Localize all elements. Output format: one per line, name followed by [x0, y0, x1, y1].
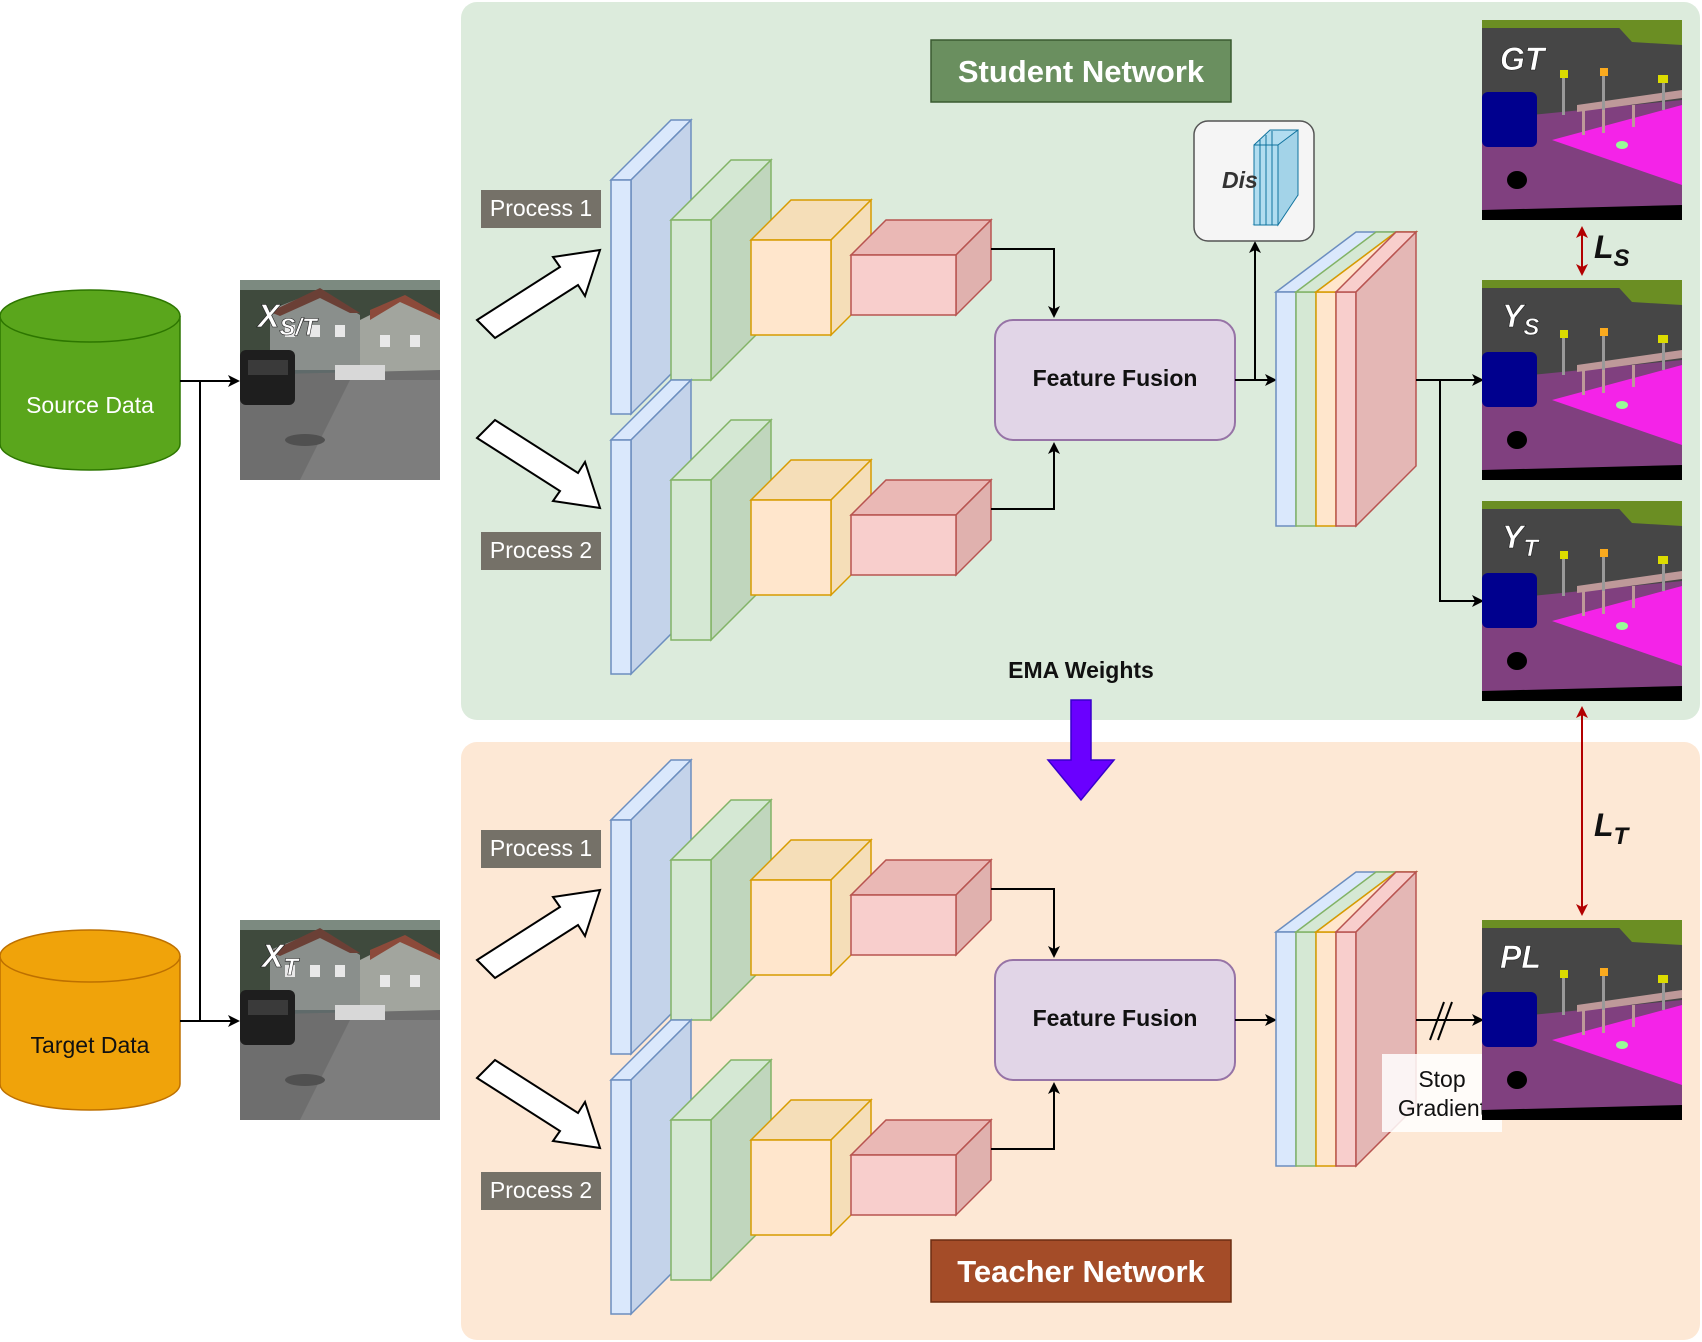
- ema-weights-label: EMA Weights: [1008, 657, 1154, 683]
- loss-ls: LS: [1576, 226, 1630, 276]
- svg-text:XS/T: XS/T: [256, 298, 319, 341]
- stop-label-line2: Gradient: [1398, 1095, 1487, 1121]
- teacher-branch2: [609, 1018, 993, 1316]
- output-ys: YS: [1482, 280, 1682, 480]
- discriminator-box: Dis: [1193, 120, 1315, 242]
- teacher-fusion-label: Feature Fusion: [1033, 1005, 1198, 1031]
- output-gt: GT: [1482, 20, 1682, 220]
- student-branch1: [609, 118, 993, 416]
- target-database: Target Data: [0, 929, 181, 1111]
- loss-lt: LT: [1576, 706, 1631, 916]
- teacher-process1-label: Process 1: [490, 835, 592, 861]
- ema-arrow: [1046, 699, 1116, 802]
- hollow-arrow-1: [475, 248, 602, 340]
- student-process2-label: Process 2: [490, 537, 592, 563]
- stop-label-line1: Stop: [1418, 1066, 1465, 1092]
- input-image-xt: XT: [240, 920, 440, 1120]
- svg-text:YS: YS: [1502, 298, 1539, 341]
- student-branch2: [609, 378, 993, 676]
- teacher-output-stack: [1273, 870, 1419, 1168]
- pl-label: PL: [1500, 939, 1541, 975]
- student-process1-label: Process 1: [490, 195, 592, 221]
- svg-text:YT: YT: [1502, 519, 1540, 562]
- svg-text:LT: LT: [1594, 807, 1631, 850]
- dis-label: Dis: [1222, 167, 1258, 193]
- svg-text:LS: LS: [1594, 229, 1630, 272]
- teacher-branch1: [609, 758, 993, 1056]
- svg-text:XT: XT: [260, 938, 300, 981]
- teacher-title: Teacher Network: [957, 1254, 1205, 1289]
- student-output-stack: [1273, 230, 1419, 528]
- hollow-arrow-4: [475, 1058, 602, 1150]
- student-title: Student Network: [958, 54, 1205, 89]
- teacher-title-box: [930, 1239, 1232, 1303]
- hollow-arrow-2: [475, 418, 602, 510]
- hollow-arrow-3: [475, 888, 602, 980]
- teacher-process2-label: Process 2: [490, 1177, 592, 1203]
- gt-label: GT: [1500, 41, 1547, 77]
- input-image-xst: XS/T: [240, 280, 440, 480]
- student-network: Student Network Process 1 Process 2: [475, 39, 1484, 676]
- target-data-label: Target Data: [31, 1032, 150, 1058]
- output-pl: PL: [1482, 920, 1682, 1120]
- source-database: Source Data: [0, 289, 181, 471]
- output-yt: YT: [1482, 501, 1682, 701]
- input-connectors: [180, 375, 240, 1027]
- source-data-label: Source Data: [26, 392, 154, 418]
- student-title-box: [930, 39, 1232, 103]
- teacher-network: Process 1 Process 2: [475, 758, 1502, 1316]
- student-fusion-label: Feature Fusion: [1033, 365, 1198, 391]
